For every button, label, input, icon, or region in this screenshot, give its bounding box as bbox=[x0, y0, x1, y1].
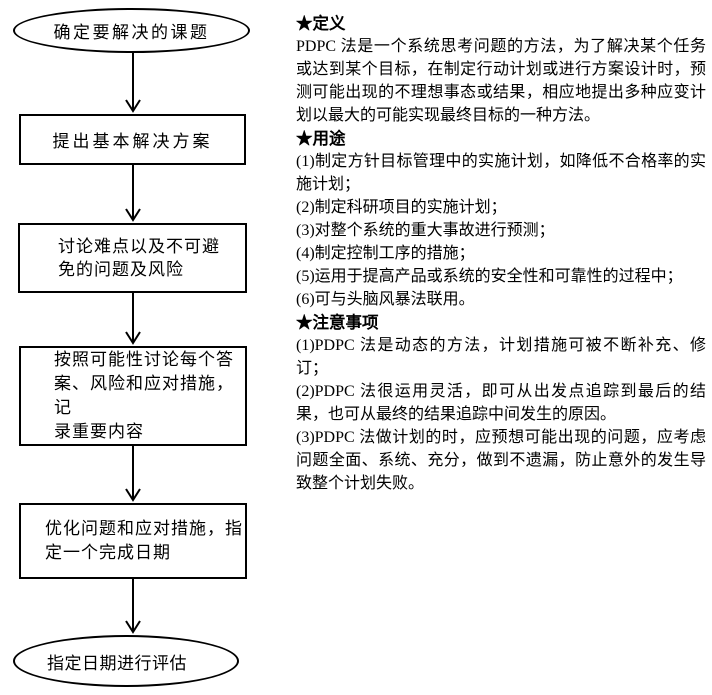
use-item: (3)对整个系统的重大事故进行预测； bbox=[296, 222, 555, 239]
pdpc-flowchart: 确定要解决的课题 提出基本解决方案 讨论难点以及不可避 免的问题及风险 按照可能… bbox=[0, 0, 270, 695]
use-item: (1)制定方针目标管理中的实施计划，如降低不合格率的实施计划； bbox=[296, 153, 706, 193]
section-uses: ★用途 (1)制定方针目标管理中的实施计划，如降低不合格率的实施计划； (2)制… bbox=[296, 127, 706, 311]
flow-node-discuss-difficulties: 讨论难点以及不可避 免的问题及风险 bbox=[18, 223, 247, 293]
down-arrow-2 bbox=[125, 165, 141, 222]
down-arrow-4 bbox=[125, 446, 141, 502]
down-arrow-1 bbox=[125, 52, 141, 113]
section-paragraph: PDPC 法是一个系统思考问题的方法，为了解决某个任务或达到某个目标，在制定行动… bbox=[296, 38, 706, 124]
flow-node-evaluate-date: 指定日期进行评估 bbox=[13, 635, 239, 687]
down-arrow-5 bbox=[125, 579, 141, 634]
use-item: (5)运用于提高产品或系统的安全性和可靠性的过程中； bbox=[296, 268, 683, 285]
section-notes: ★注意事项 (1)PDPC 法是动态的方法，计划措施可被不断补充、修订； (2)… bbox=[296, 311, 706, 495]
note-item: (3)PDPC 法做计划的时，应预想可能出现的问题，应考虑问题全面、系统、充分，… bbox=[296, 429, 706, 492]
note-item: (2)PDPC 法很运用灵活，即可从出发点追踪到最后的结果，也可从最终的结果追踪… bbox=[296, 383, 706, 423]
flow-node-label: 优化问题和应对措施，指 定一个完成日期 bbox=[45, 519, 243, 562]
flow-node-label: 指定日期进行评估 bbox=[47, 653, 187, 673]
use-item: (6)可与头脑风暴法联用。 bbox=[296, 291, 475, 308]
flow-node-discuss-answers: 按照可能性讨论每个答 案、风险和应对措施，记 录重要内容 bbox=[19, 346, 247, 446]
section-heading: ★定义 bbox=[296, 14, 346, 33]
note-item: (1)PDPC 法是动态的方法，计划措施可被不断补充、修订； bbox=[296, 337, 706, 377]
use-item: (4)制定控制工序的措施； bbox=[296, 245, 475, 262]
flow-node-label: 按照可能性讨论每个答 案、风险和应对措施，记 录重要内容 bbox=[54, 350, 234, 441]
down-arrow-3 bbox=[125, 293, 141, 345]
section-heading: ★用途 bbox=[296, 129, 346, 148]
flow-node-determine-topic: 确定要解决的课题 bbox=[13, 8, 250, 53]
flow-node-optimize-measures: 优化问题和应对措施，指 定一个完成日期 bbox=[19, 503, 247, 579]
flow-node-label: 讨论难点以及不可避 免的问题及风险 bbox=[58, 237, 220, 279]
flow-node-basic-solution: 提出基本解决方案 bbox=[19, 114, 246, 165]
flow-node-label: 确定要解决的课题 bbox=[53, 23, 210, 42]
use-item: (2)制定科研项目的实施计划； bbox=[296, 199, 507, 216]
flow-node-label: 提出基本解决方案 bbox=[52, 132, 213, 151]
section-heading: ★注意事项 bbox=[296, 313, 379, 332]
info-panel: ★定义 PDPC 法是一个系统思考问题的方法，为了解决某个任务或达到某个目标，在… bbox=[296, 12, 706, 495]
section-definition: ★定义 PDPC 法是一个系统思考问题的方法，为了解决某个任务或达到某个目标，在… bbox=[296, 12, 706, 127]
